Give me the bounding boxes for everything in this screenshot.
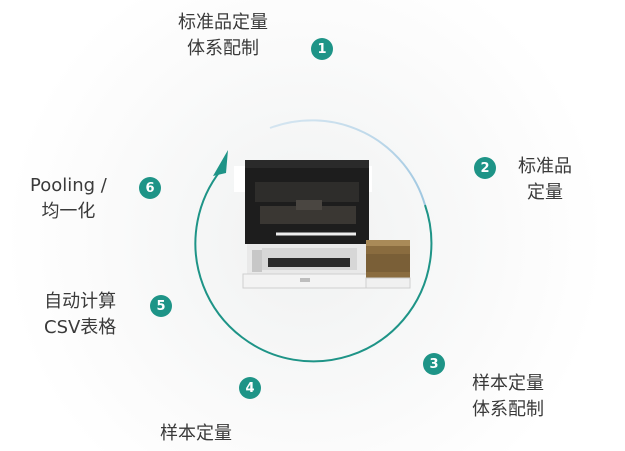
step-6-line-2: 均一化 [41,201,96,222]
step-5-badge: 5 [150,295,172,317]
step-5-line-2: CSV表格 [44,317,117,338]
step-4-badge: 4 [239,377,261,399]
step-2-label: 标准品 定量 [518,154,572,206]
step-1-label: 标准品定量 体系配制 [178,10,268,62]
step-6-line-1: Pooling / [30,175,107,196]
cycle-arc-green [194,169,433,363]
step-6-label: Pooling / 均一化 [30,173,107,225]
cycle-arrowhead [213,150,228,176]
step-3-badge: 3 [423,353,445,375]
step-3-label: 样本定量 体系配制 [472,371,544,423]
step-1-badge: 1 [311,38,333,60]
step-3-line-1: 样本定量 [472,373,544,394]
cycle-arc-light [269,119,426,206]
step-5-label: 自动计算 CSV表格 [44,289,116,341]
step-4-line-1: 样本定量 [160,423,232,444]
step-1-line-1: 标准品定量 [178,12,268,33]
liquid-handling-workstation-icon [234,160,411,289]
step-3-line-2: 体系配制 [472,399,544,420]
step-5-line-1: 自动计算 [44,291,117,312]
step-6-badge: 6 [139,177,161,199]
step-1-line-2: 体系配制 [187,38,259,59]
step-4-label: 样本定量 [160,421,232,447]
step-2-line-2: 定量 [527,182,563,203]
step-2-line-1: 标准品 [518,156,572,177]
step-2-badge: 2 [474,157,496,179]
